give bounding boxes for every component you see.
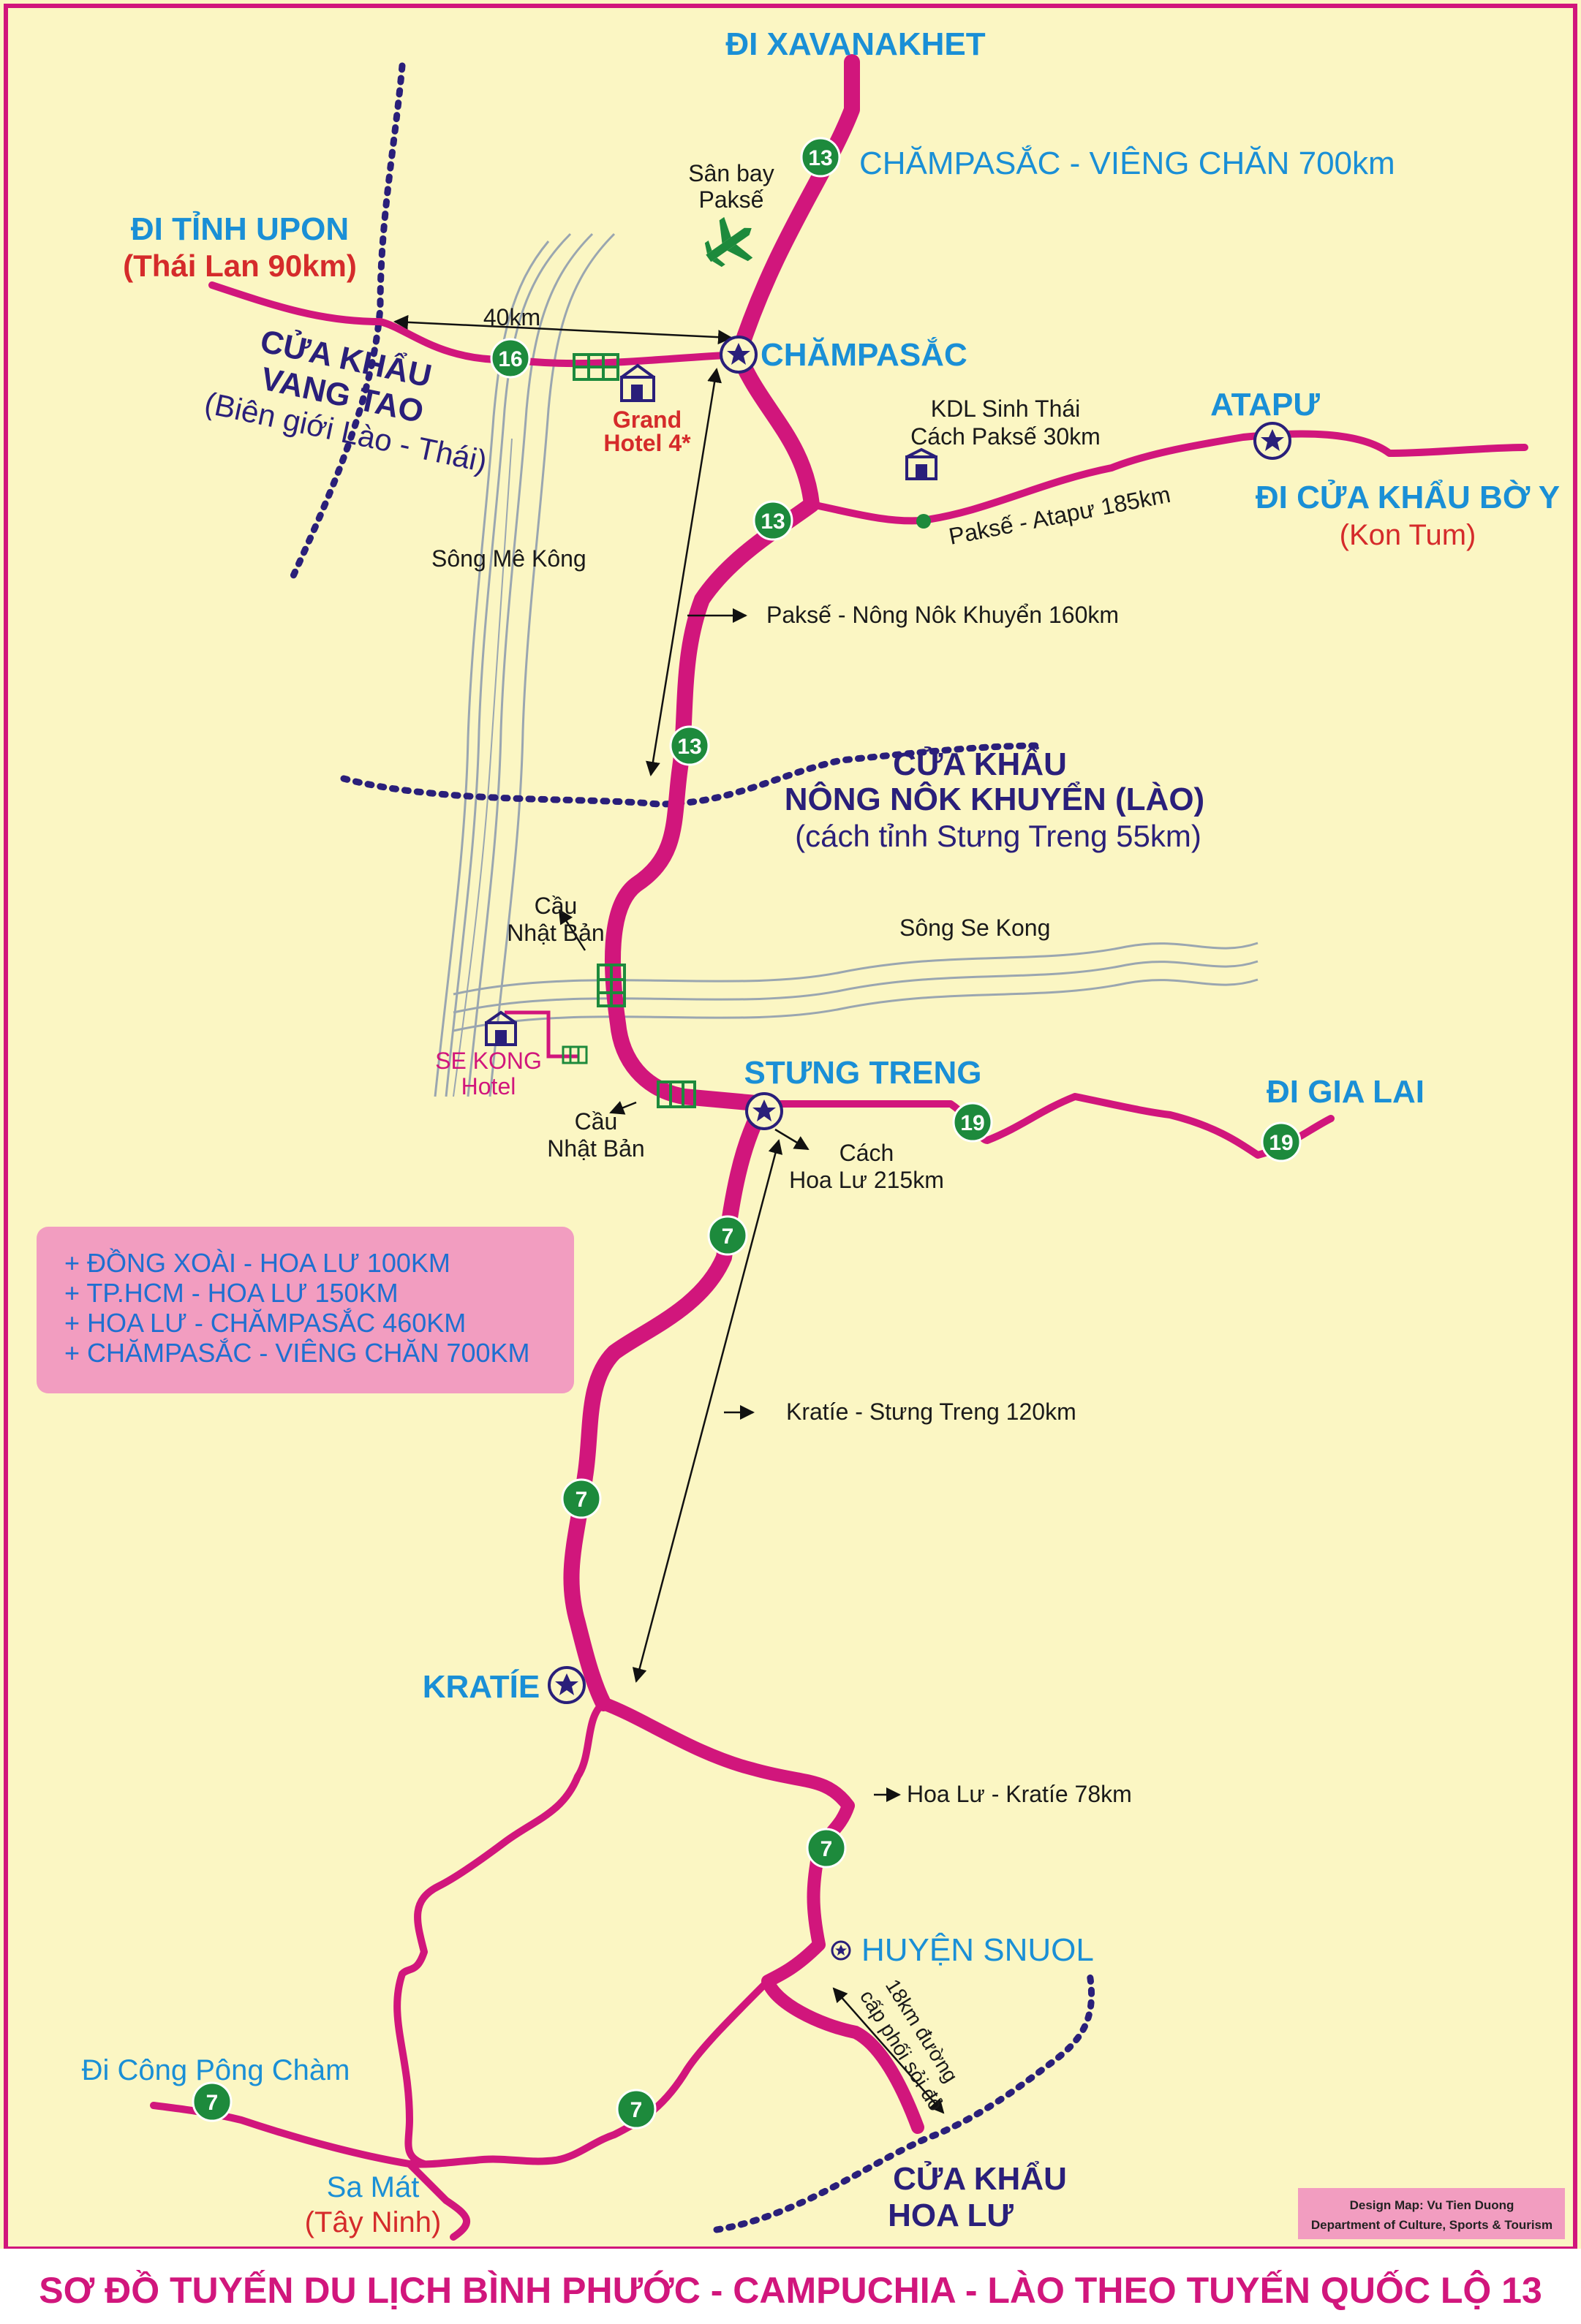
label-mekong: Sông Mê Kông (431, 545, 586, 572)
airplane-icon (704, 216, 753, 268)
label-bridge2-line2: Nhật Bản (547, 1135, 644, 1162)
hotel-icon (905, 447, 937, 480)
label-bridge2-line1: Cầu (575, 1108, 618, 1135)
route-shield-7: 7 (806, 1828, 847, 1869)
shield-label: 13 (808, 146, 832, 170)
shield-label: 16 (498, 347, 522, 371)
label-congpongcham: Đi Công Pông Chàm (82, 2054, 350, 2086)
shield-label: 7 (820, 1837, 833, 1861)
label-grand-hotel-line1: Grand (613, 406, 682, 433)
route-shield-7: 7 (616, 2089, 657, 2130)
label-bridge1-line2: Nhật Bản (507, 920, 604, 946)
label-airport-line2: Paksế (699, 186, 764, 213)
label-xavanakhet: ĐI XAVANAKHET (725, 26, 985, 62)
info-line1: + ĐỒNG XOÀI - HOA LƯ 100KM (64, 1247, 450, 1278)
bridge-icon (573, 353, 619, 381)
label-eco-line1: KDL Sinh Thái (931, 395, 1081, 422)
distance-info-box: + ĐỒNG XOÀI - HOA LƯ 100KM + TP.HCM - HO… (37, 1227, 574, 1393)
shield-label: 19 (960, 1111, 984, 1135)
star-circle-icon (745, 1092, 783, 1130)
star-circle-icon (1253, 422, 1291, 460)
label-bridge1-line1: Cầu (535, 893, 578, 919)
label-pakse-nongnok: Paksế - Nông Nôk Khuyển 160km (766, 602, 1119, 628)
info-line2: + TP.HCM - HOA LƯ 150KM (64, 1278, 399, 1308)
label-boy-line1: ĐI CỬA KHẨU BỜ Y (1256, 478, 1560, 515)
route-shield-13: 13 (800, 137, 841, 178)
route-shield-13: 13 (752, 500, 793, 541)
label-upon-line2: (Thái Lan 90km) (123, 249, 357, 283)
label-snuol: HUYỆN SNUOL (861, 1932, 1094, 1968)
label-atapu: ATAPƯ (1210, 387, 1320, 423)
label-samat-line2: (Tây Ninh) (305, 2206, 442, 2238)
hotel-icon (620, 363, 655, 402)
bridge-icon (562, 1045, 588, 1064)
label-boy-line2: (Kon Tum) (1340, 519, 1476, 551)
hotel-icon (485, 1010, 517, 1046)
shield-label: 7 (206, 2091, 219, 2115)
label-gialai: ĐI GIA LAI (1267, 1074, 1425, 1110)
label-sekong-hotel-line2: Hotel (461, 1073, 516, 1099)
route-shield-13: 13 (669, 725, 710, 766)
shield-label: 19 (1269, 1131, 1293, 1155)
credit-line2: Department of Culture, Sports & Tourism (1311, 2218, 1552, 2232)
label-kratie: KRATÍE (423, 1668, 540, 1705)
label-samat-line1: Sa Mát (327, 2171, 420, 2203)
footer-band (0, 2249, 1581, 2324)
route-shield-7: 7 (192, 2081, 233, 2122)
info-line3: + HOA LƯ - CHĂMPASẮC 460KM (64, 1307, 466, 1338)
shield-label: 7 (576, 1488, 588, 1512)
label-hoalu-kratie: Hoa Lư - Kratíe 78km (907, 1781, 1132, 1807)
border-lines (289, 62, 1095, 2233)
bridge-icon (657, 1080, 696, 1108)
label-distance-40km: 40km (483, 304, 540, 330)
label-hoalu215-line2: Hoa Lư 215km (789, 1167, 944, 1193)
label-sekong-hotel-line1: SE KONG (435, 1048, 542, 1074)
route-shield-19: 19 (1261, 1121, 1302, 1162)
info-line4: + CHĂMPASẮC - VIÊNG CHĂN 700KM (64, 1337, 530, 1368)
shield-label: 13 (761, 510, 785, 534)
route-shield-16: 16 (490, 338, 531, 379)
bridge-icon (597, 964, 626, 1007)
distance-arrows (393, 314, 945, 2114)
label-upon-line1: ĐI TỈNH UPON (131, 211, 349, 247)
eco-site-dot (916, 514, 931, 529)
label-champasac-vientiane: CHĂMPASẮC - VIÊNG CHĂN 700km (859, 145, 1395, 181)
star-circle-icon (548, 1666, 586, 1704)
label-kratie-stungtreng: Kratíe - Stưng Treng 120km (786, 1398, 1076, 1425)
shield-label: 13 (677, 735, 701, 759)
route-shield-7: 7 (561, 1478, 602, 1519)
route-shield-19: 19 (952, 1102, 993, 1143)
label-nongnok-line3: (cách tỉnh Stưng Treng 55km) (795, 819, 1201, 853)
route-shield-7: 7 (707, 1215, 748, 1256)
label-champasac: CHĂMPASẮC (761, 336, 967, 373)
label-nongnok-line2: NÔNG NÔK KHUYỂN (LÀO) (785, 780, 1204, 817)
label-airport-line1: Sân bay (688, 160, 774, 186)
map-title: SƠ ĐỒ TUYẾN DU LỊCH BÌNH PHƯỚC - CAMPUCH… (39, 2269, 1542, 2311)
label-hoalu-line2: HOA LƯ (888, 2198, 1014, 2233)
star-circle-icon (720, 336, 758, 374)
credit-box: Design Map: Vu Tien Duong Department of … (1298, 2188, 1565, 2239)
credit-line1: Design Map: Vu Tien Duong (1350, 2198, 1514, 2212)
shield-label: 7 (722, 1225, 734, 1249)
label-nongnok-line1: CỬA KHẨU (893, 745, 1067, 782)
shield-label: 7 (630, 2098, 643, 2122)
small-star-icon (831, 1940, 851, 1961)
label-hoalu215-line1: Cách (839, 1140, 894, 1166)
label-sekong-river: Sông Se Kong (899, 915, 1050, 941)
label-eco-line2: Cách Paksế 30km (910, 423, 1101, 450)
label-hoalu-line1: CỬA KHẨU (893, 2160, 1067, 2197)
label-stungtreng: STƯNG TRENG (744, 1055, 982, 1091)
label-grand-hotel-line2: Hotel 4* (603, 430, 691, 456)
